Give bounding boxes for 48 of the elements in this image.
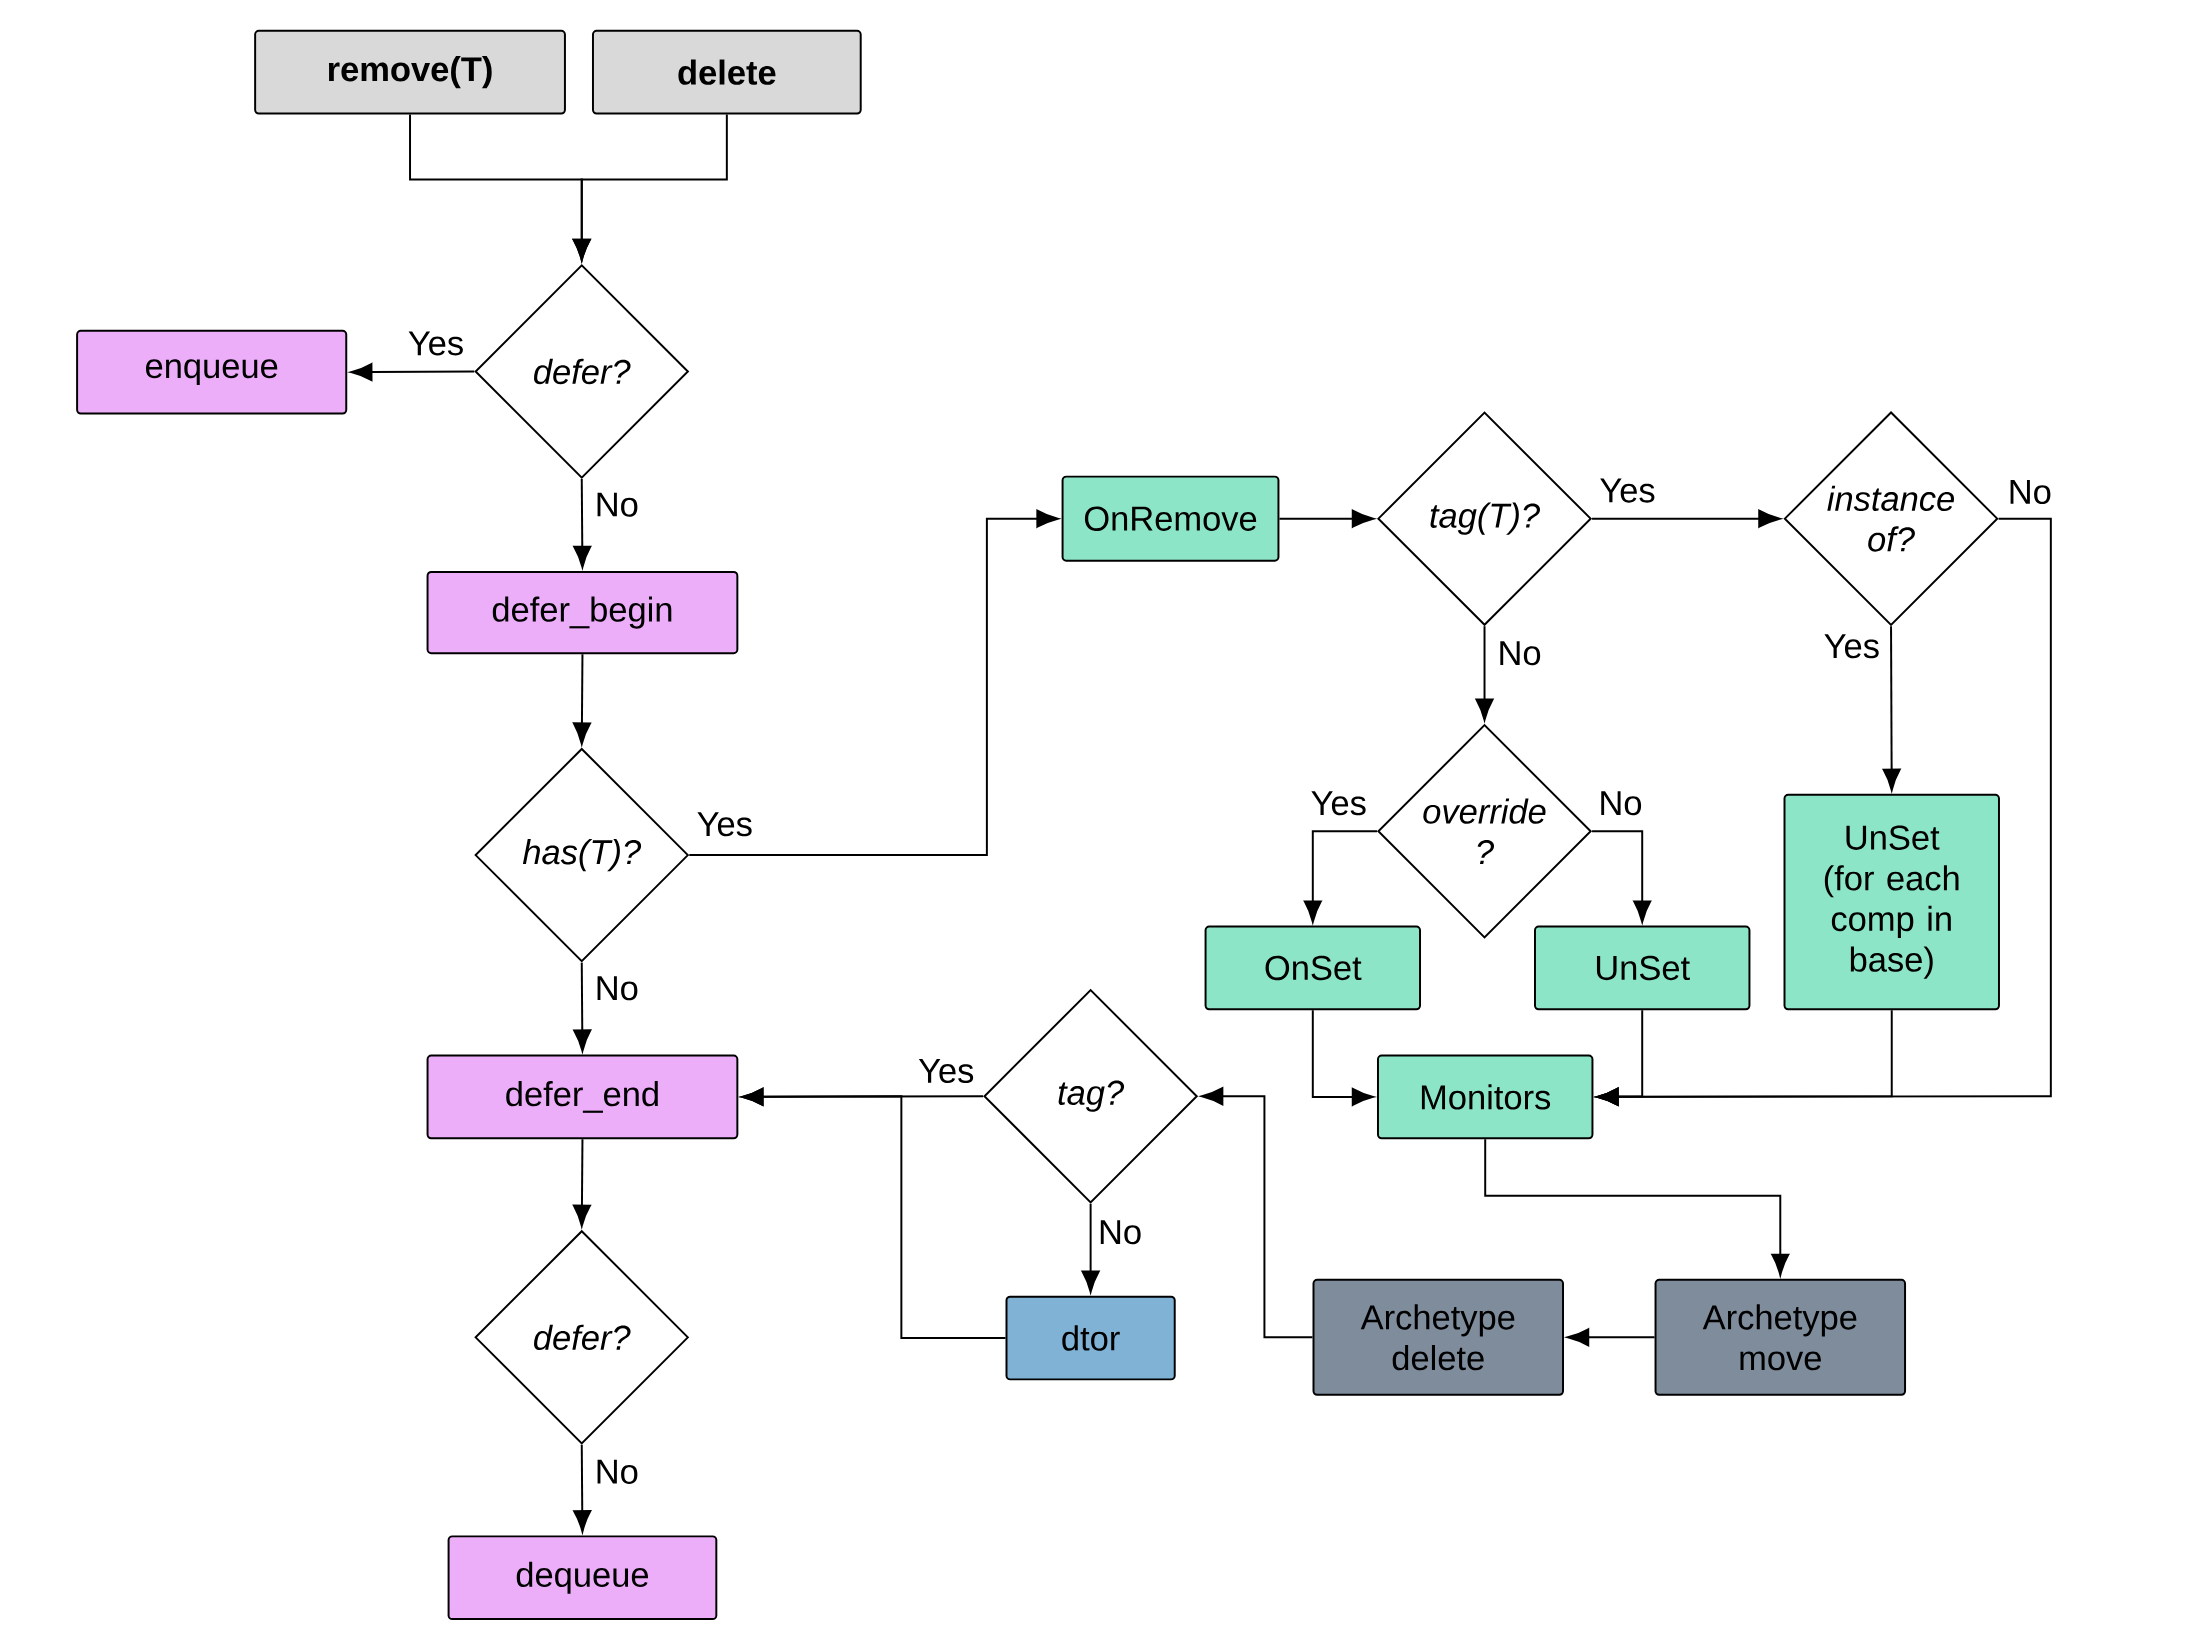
edge-label: No (592, 1457, 642, 1487)
edge-label: No (1596, 789, 1645, 818)
arrow (1882, 625, 1901, 792)
process-box: defer_begin (426, 571, 739, 655)
edge-label: No (1095, 1217, 1145, 1247)
edge-label: Yes (694, 810, 756, 839)
process-box: OnRemove (1061, 475, 1280, 562)
arrow (688, 509, 1059, 857)
arrow (1303, 830, 1378, 923)
edge-label: Yes (1596, 476, 1659, 506)
arrow (1475, 625, 1494, 722)
edge-label: No (2005, 477, 2055, 507)
arrow (1311, 1009, 1375, 1107)
process-box: enqueue (76, 330, 348, 415)
arrow (572, 113, 728, 262)
edge-label: Yes (405, 329, 467, 359)
process-box: dtor (1005, 1295, 1176, 1381)
process-box: Archetype move (1654, 1279, 1907, 1397)
start-box: remove(T) (254, 30, 566, 115)
arrow (1484, 1138, 1790, 1277)
arrow (1201, 1087, 1314, 1339)
arrow (572, 1138, 591, 1228)
start-box: delete (592, 30, 862, 115)
process-box: Archetype delete (1312, 1279, 1564, 1397)
process-box: UnSet (for each comp in base) (1783, 794, 2000, 1011)
arrow (1278, 509, 1375, 528)
arrow (350, 363, 476, 382)
arrow (572, 653, 591, 745)
arrow (573, 478, 592, 569)
edge-label: Yes (915, 1056, 977, 1086)
arrow (741, 1088, 1007, 1340)
edge-label: No (592, 974, 642, 1003)
process-box: dequeue (447, 1535, 718, 1621)
arrow (1591, 509, 1781, 528)
process-box: UnSet (1534, 925, 1751, 1011)
arrow (573, 1444, 592, 1533)
arrow (1081, 1203, 1100, 1293)
edge-label: No (592, 490, 642, 520)
arrow (573, 961, 592, 1052)
edge-label: Yes (1821, 632, 1883, 661)
arrow (1591, 830, 1652, 923)
edge-label: Yes (1308, 789, 1370, 818)
arrow (1596, 1009, 1893, 1107)
process-box: Monitors (1377, 1054, 1594, 1140)
edge-label: No (1495, 639, 1545, 668)
process-box: defer_end (426, 1054, 739, 1140)
process-box: OnSet (1204, 925, 1421, 1011)
arrow (1566, 1328, 1656, 1347)
